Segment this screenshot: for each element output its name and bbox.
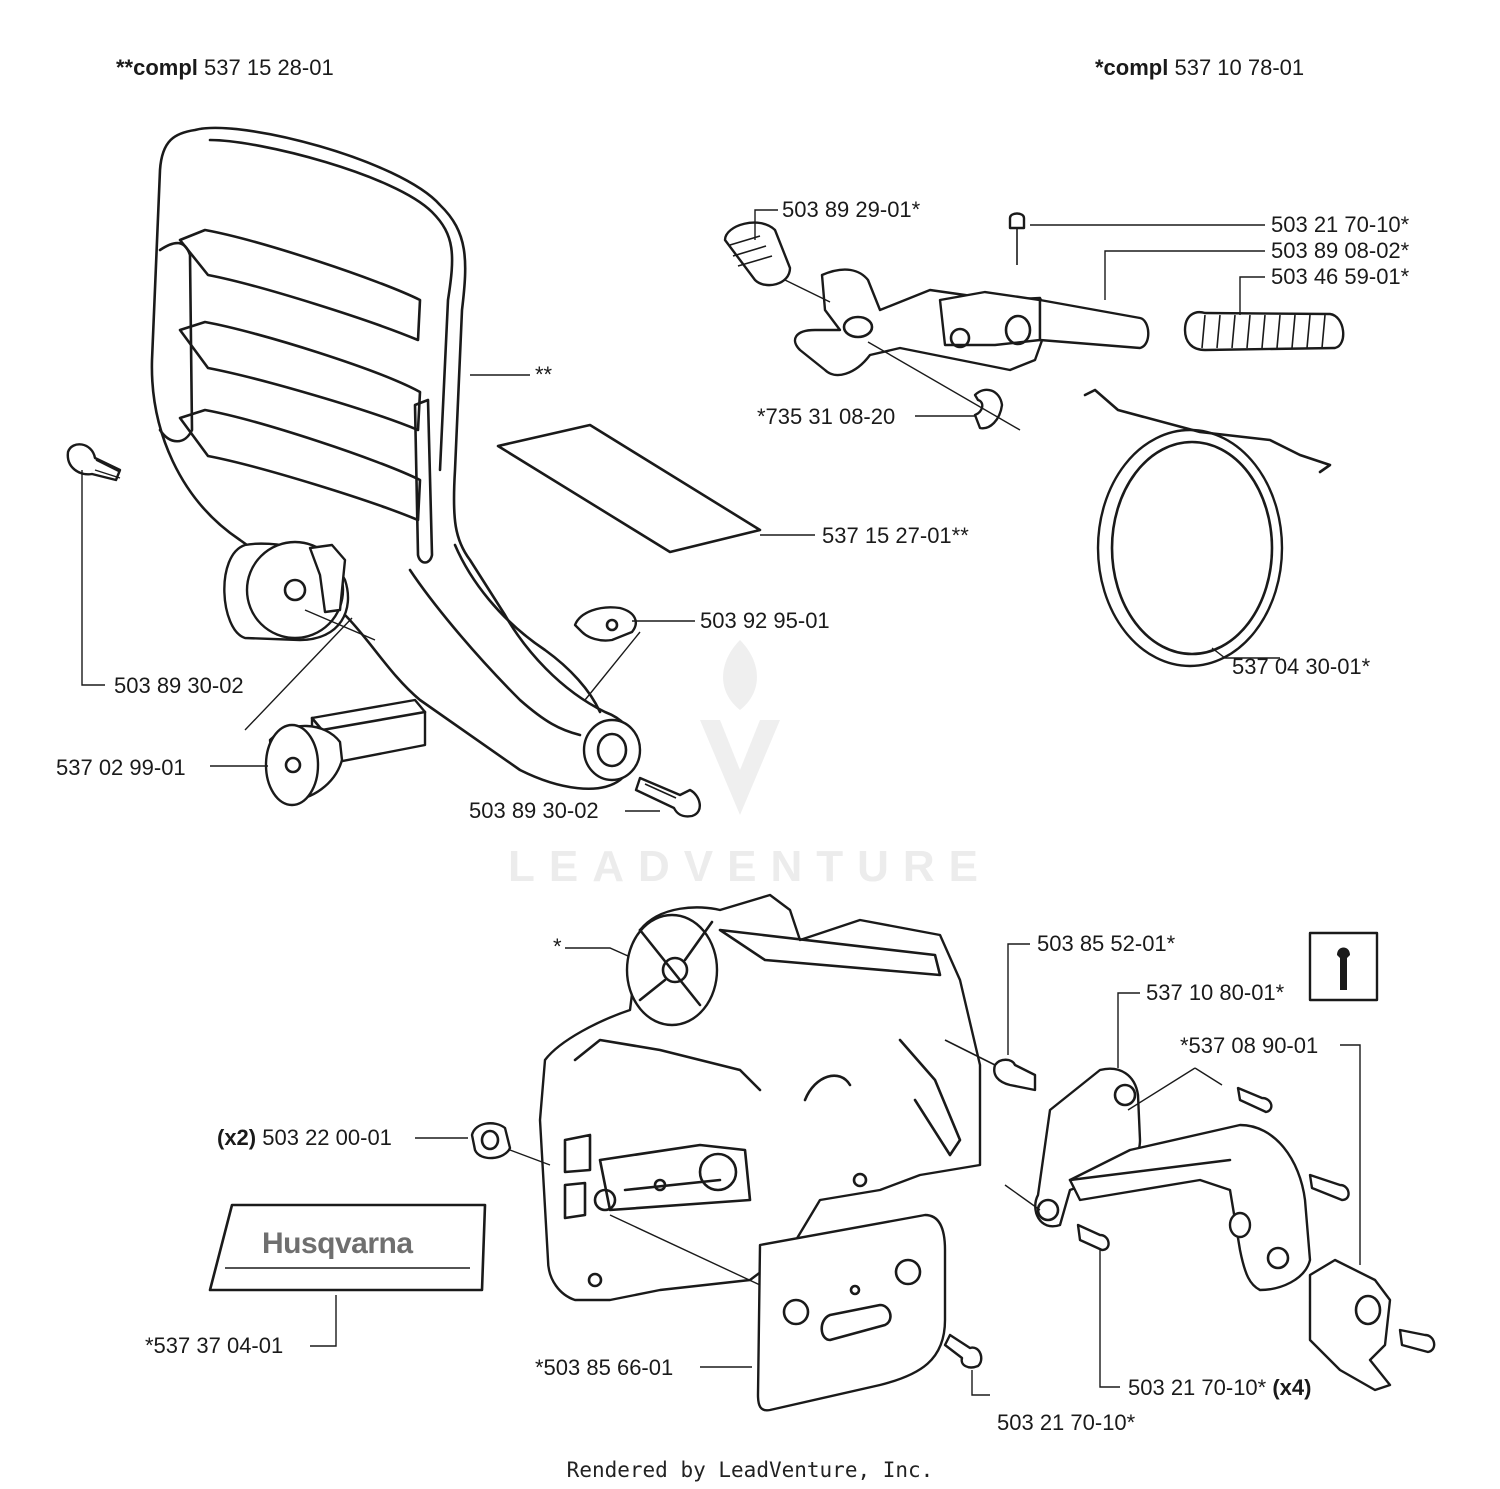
pin bbox=[944, 1039, 1037, 1092]
screw-left bbox=[66, 443, 122, 482]
header-left-number: 537 15 28-01 bbox=[204, 55, 334, 80]
part-label-17-number: 503 22 00-01 bbox=[262, 1125, 392, 1150]
clutch-cover bbox=[538, 893, 982, 1302]
part-label-21[interactable]: 503 21 70-10* bbox=[997, 1410, 1136, 1435]
chain-catcher-cover bbox=[1068, 1123, 1312, 1292]
watermark-text: LEADVENTURE bbox=[507, 842, 993, 891]
cam-with-key bbox=[264, 698, 427, 807]
screw-plate bbox=[943, 1333, 983, 1369]
part-label-17-qty: (x2) bbox=[217, 1125, 257, 1150]
part-label-3[interactable]: 503 89 08-02* bbox=[1271, 238, 1410, 263]
part-label-10[interactable]: 503 89 30-02 bbox=[114, 673, 244, 698]
part-label-14[interactable]: 503 85 52-01* bbox=[1037, 931, 1176, 956]
spring-clip bbox=[573, 606, 637, 642]
header-right-number: 537 10 78-01 bbox=[1174, 55, 1305, 80]
part-label-16[interactable]: *537 08 90-01 bbox=[1180, 1033, 1319, 1058]
header-left: **compl 537 15 28-01 bbox=[116, 55, 334, 81]
part-label-15[interactable]: 537 10 80-01* bbox=[1146, 980, 1285, 1005]
screws bbox=[1076, 1086, 1436, 1354]
part-label-11[interactable]: 537 02 99-01 bbox=[56, 755, 186, 780]
screw-bottom bbox=[634, 776, 701, 818]
leadventure-logo-icon bbox=[700, 640, 780, 815]
part-label-9[interactable]: 537 04 30-01* bbox=[1232, 654, 1371, 679]
chain-guard bbox=[1034, 1067, 1142, 1228]
part-label-2[interactable]: 503 21 70-10* bbox=[1271, 212, 1410, 237]
part-label-5[interactable]: ** bbox=[535, 362, 553, 387]
part-label-20-number: 503 21 70-10* bbox=[1128, 1375, 1267, 1400]
part-label-19[interactable]: *503 85 66-01 bbox=[535, 1355, 674, 1380]
header-right: *compl 537 10 78-01 bbox=[1095, 55, 1304, 81]
part-label-12[interactable]: 503 89 30-02 bbox=[469, 798, 599, 823]
footer-credit: Rendered by LeadVenture, Inc. bbox=[566, 1458, 934, 1482]
part-label-17[interactable]: (x2) 503 22 00-01 bbox=[217, 1125, 392, 1151]
part-label-1[interactable]: 503 89 29-01* bbox=[782, 197, 921, 222]
brake-lever-assembly bbox=[723, 212, 1345, 668]
header-left-prefix: **compl bbox=[116, 55, 198, 80]
chain-catcher bbox=[1308, 1258, 1392, 1392]
husqvarna-decal bbox=[208, 1203, 487, 1292]
husqvarna-brand-text: Husqvarna bbox=[262, 1227, 413, 1260]
part-label-8[interactable]: 503 92 95-01 bbox=[700, 608, 830, 633]
part-label-20-qty: (x4) bbox=[1272, 1375, 1312, 1400]
part-label-20[interactable]: 503 21 70-10* (x4) bbox=[1128, 1375, 1311, 1401]
part-label-6[interactable]: *735 31 08-20 bbox=[757, 404, 896, 429]
guide-plate bbox=[756, 1213, 947, 1412]
nut bbox=[470, 1122, 512, 1160]
part-label-18[interactable]: *537 37 04-01 bbox=[145, 1333, 284, 1358]
part-label-4[interactable]: 503 46 59-01* bbox=[1271, 264, 1410, 289]
part-label-7[interactable]: 537 15 27-01** bbox=[822, 523, 969, 548]
leader-lines bbox=[81, 209, 1361, 1396]
wrench-icon bbox=[1308, 931, 1379, 1002]
part-label-13[interactable]: * bbox=[553, 934, 562, 959]
decal-sticker bbox=[496, 423, 762, 554]
hand-guard bbox=[150, 126, 642, 790]
header-right-prefix: *compl bbox=[1095, 55, 1169, 80]
